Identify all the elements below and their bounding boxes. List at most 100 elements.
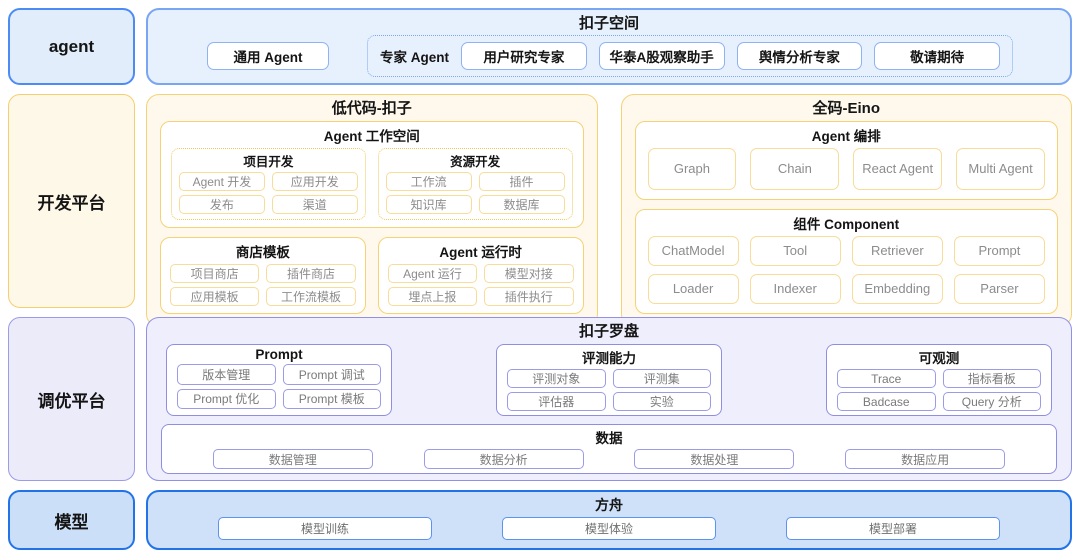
box-title: Agent 工作空间: [323, 129, 420, 144]
diagram-node: 模型对接: [484, 264, 574, 283]
group-title: 数据: [595, 431, 623, 446]
label-dev-platform: 开发平台: [8, 94, 135, 308]
group-store-template: 商店模板 项目商店 插件商店 应用模板 工作流模板: [160, 237, 366, 314]
group-title: Agent 运行时: [439, 245, 522, 260]
group-resource-dev: 资源开发 工作流 插件 知识库 数据库: [377, 148, 573, 220]
diagram-node: 数据分析: [423, 449, 584, 469]
group-data: 数据 数据管理 数据分析 数据处理 数据应用: [161, 424, 1057, 474]
node-grid: Agent 运行 模型对接 埋点上报 插件执行: [387, 264, 574, 306]
panel-full-code-eino: 全码-Eino Agent 编排 Graph Chain React Agent…: [620, 94, 1072, 327]
panel-title: 方舟: [595, 497, 623, 513]
diagram-node: 评估器: [507, 392, 606, 411]
diagram-node: 数据应用: [845, 449, 1006, 469]
expert-agent-label: 专家 Agent: [380, 50, 449, 65]
diagram-node: 插件商店: [266, 264, 356, 283]
diagram-node: 评测对象: [507, 369, 606, 388]
label-tuning-platform: 调优平台: [8, 317, 135, 481]
diagram-node: 模型训练: [218, 516, 432, 540]
diagram-node: 渠道: [271, 195, 358, 214]
node-row: 数据管理 数据分析 数据处理 数据应用: [162, 449, 1056, 469]
diagram-node: Indexer: [749, 273, 841, 304]
group-evaluation: 评测能力 评测对象 评测集 评估器 实验: [496, 344, 722, 416]
panel-ark: 方舟 模型训练 模型体验 模型部署: [146, 490, 1072, 550]
diagram-node: ChatModel: [647, 235, 739, 266]
diagram-node: 舆情分析专家: [736, 42, 863, 70]
diagram-node: Tool: [749, 235, 841, 266]
diagram-node: Graph: [647, 148, 737, 190]
group-title: 商店模板: [235, 245, 290, 260]
coze-space-content: 通用 Agent 专家 Agent 用户研究专家 华泰A股观察助手 舆情分析专家…: [148, 33, 1070, 83]
group-title: 资源开发: [450, 155, 501, 169]
node-grid: 项目商店 插件商店 应用模板 工作流模板: [170, 264, 356, 306]
diagram-node: Prompt 优化: [177, 388, 276, 409]
node-grid: Trace 指标看板 Badcase Query 分析: [837, 369, 1041, 411]
low-code-bottom-groups: 商店模板 项目商店 插件商店 应用模板 工作流模板 Agent 运行时 Agen…: [160, 237, 584, 314]
node-grid: ChatModel Tool Retriever Prompt Loader I…: [647, 235, 1045, 304]
diagram-node: 用户研究专家: [461, 42, 587, 70]
node-general-agent: 通用 Agent: [207, 42, 329, 70]
diagram-node: 数据管理: [212, 449, 373, 469]
group-observability: 可观测 Trace 指标看板 Badcase Query 分析: [826, 344, 1052, 416]
diagram-node: 发布: [179, 195, 265, 214]
diagram-node: Prompt: [953, 235, 1045, 266]
panel-title: 全码-Eino: [812, 100, 881, 117]
diagram-node: 模型部署: [786, 516, 1000, 540]
diagram-node: 指标看板: [942, 369, 1041, 388]
group-agent-runtime: Agent 运行时 Agent 运行 模型对接 埋点上报 插件执行: [377, 237, 584, 314]
node-grid: 工作流 插件 知识库 数据库: [385, 172, 565, 214]
diagram-node: Chain: [750, 148, 840, 190]
diagram-node: 数据处理: [634, 449, 795, 469]
diagram-node: Embedding: [851, 273, 943, 304]
dev-platform-row: 低代码-扣子 Agent 工作空间 项目开发 Agent 开发 应用开发 发布 …: [146, 94, 1072, 327]
full-code-content: Agent 编排 Graph Chain React Agent Multi A…: [622, 118, 1072, 326]
group-title: 可观测: [918, 351, 960, 366]
panel-coze-compass: 扣子罗盘 Prompt 版本管理 Prompt 调试 Prompt 优化 Pro…: [146, 317, 1072, 481]
node-grid: Agent 开发 应用开发 发布 渠道: [179, 172, 358, 214]
diagram-node: 实验: [612, 392, 711, 411]
diagram-node: 插件执行: [484, 287, 574, 306]
diagram-node: 数据库: [478, 195, 565, 214]
group-component: 组件 Component ChatModel Tool Retriever Pr…: [634, 208, 1058, 314]
node-grid: 评测对象 评测集 评估器 实验: [507, 369, 711, 411]
workspace-groups: 项目开发 Agent 开发 应用开发 发布 渠道 资源开发 工作流: [171, 148, 573, 220]
diagram-node: 应用开发: [271, 172, 358, 191]
diagram-node: Loader: [647, 273, 739, 304]
diagram-node: 埋点上报: [387, 287, 478, 306]
panel-title: 扣子空间: [578, 15, 639, 32]
group-title: 组件 Component: [793, 216, 900, 232]
diagram-node: React Agent: [853, 148, 943, 190]
diagram-node: 敬请期待: [874, 42, 1000, 70]
diagram-node: 华泰A股观察助手: [598, 42, 725, 70]
low-code-content: Agent 工作空间 项目开发 Agent 开发 应用开发 发布 渠道: [147, 118, 597, 326]
panel-low-code-coze: 低代码-扣子 Agent 工作空间 项目开发 Agent 开发 应用开发 发布 …: [146, 94, 598, 327]
diagram-node: Agent 开发: [179, 172, 265, 191]
diagram-node: Multi Agent: [956, 148, 1045, 190]
diagram-node: Query 分析: [942, 392, 1041, 411]
group-expert-agent: 专家 Agent 用户研究专家 华泰A股观察助手 舆情分析专家 敬请期待: [367, 35, 1013, 77]
diagram-node: 项目商店: [170, 264, 260, 283]
panel-title: 扣子罗盘: [578, 323, 639, 340]
group-title: 评测能力: [582, 351, 636, 366]
label-agent: agent: [8, 8, 135, 85]
diagram-node: Badcase: [837, 392, 936, 411]
panel-title: 低代码-扣子: [331, 100, 412, 117]
node-row: Graph Chain React Agent Multi Agent: [647, 148, 1045, 190]
diagram-node: 评测集: [612, 369, 711, 388]
diagram-node: Parser: [953, 273, 1045, 304]
diagram-node: 模型体验: [502, 516, 716, 540]
diagram-node: 应用模板: [170, 287, 260, 306]
diagram-node: Trace: [837, 369, 936, 388]
group-project-dev: 项目开发 Agent 开发 应用开发 发布 渠道: [171, 148, 366, 220]
group-title: Prompt: [255, 347, 303, 362]
compass-groups: Prompt 版本管理 Prompt 调试 Prompt 优化 Prompt 模…: [147, 341, 1071, 416]
diagram-node: 知识库: [385, 195, 472, 214]
diagram-node: Agent 运行: [387, 264, 478, 283]
diagram-node: 插件: [478, 172, 565, 191]
diagram-node: Retriever: [851, 235, 943, 266]
box-agent-workspace: Agent 工作空间 项目开发 Agent 开发 应用开发 发布 渠道: [160, 121, 584, 228]
panel-coze-space: 扣子空间 通用 Agent 专家 Agent 用户研究专家 华泰A股观察助手 舆…: [146, 8, 1072, 85]
group-agent-orchestration: Agent 编排 Graph Chain React Agent Multi A…: [634, 121, 1058, 200]
node-row: 模型训练 模型体验 模型部署: [148, 514, 1070, 548]
group-title: Agent 编排: [811, 129, 881, 144]
